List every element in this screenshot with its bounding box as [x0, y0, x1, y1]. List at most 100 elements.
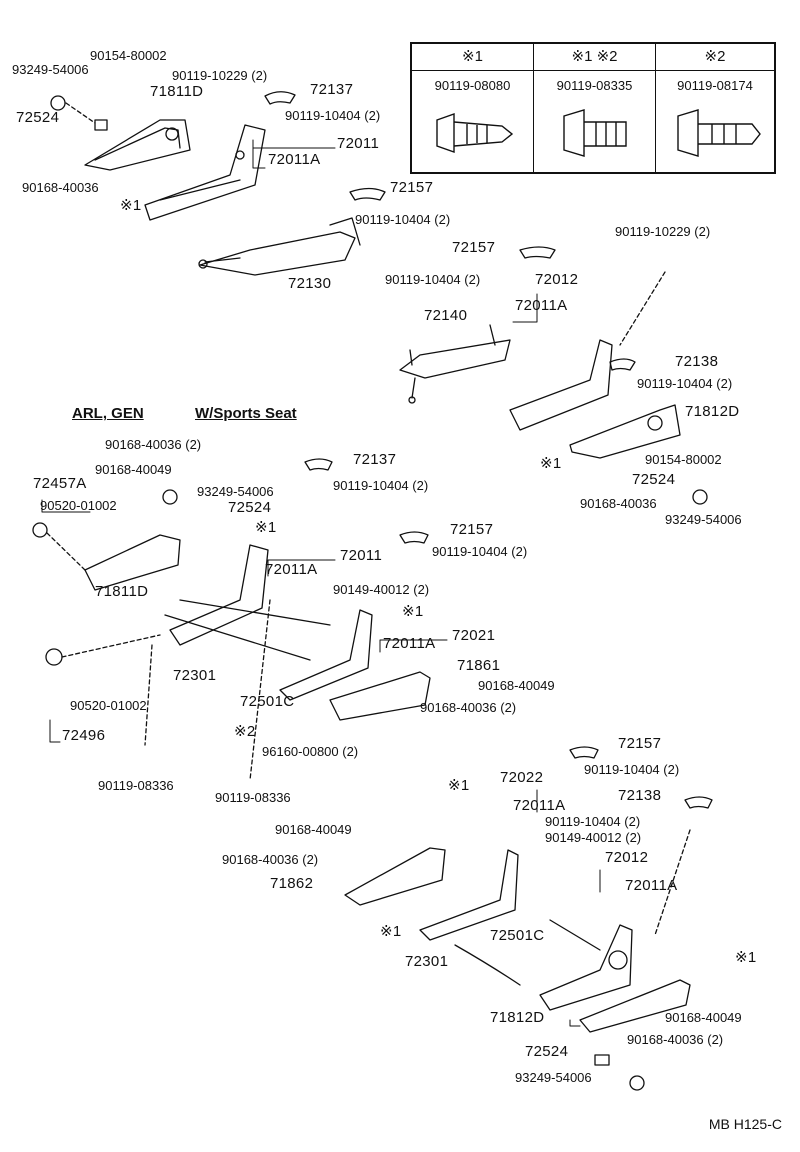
s-washer-icons: [50, 95, 708, 1091]
seat-side-cover-71811D: [32, 522, 181, 591]
part-number-label: ※2: [234, 723, 256, 740]
part-number-label: 72021: [452, 627, 496, 644]
part-number-label: 90119-10404 (2): [385, 272, 481, 287]
part-number-label: 90154-80002: [90, 48, 167, 63]
part-number-label: 72011A: [265, 561, 318, 578]
part-number-label: 93249-54006: [197, 484, 274, 499]
seat-track-72140: [399, 324, 511, 404]
part-number-label: ※1: [402, 603, 424, 620]
part-number-label: 90168-40036: [22, 180, 99, 195]
part-number-label: 72012: [535, 271, 579, 288]
leader-lines: [41, 139, 601, 1027]
part-number-label: 90119-10404 (2): [584, 762, 680, 777]
part-number-label: 90520-01002: [70, 698, 147, 713]
part-number-label: 90119-10404 (2): [333, 478, 429, 493]
part-number-label: ※1: [448, 777, 470, 794]
part-number-label: 72501C: [490, 927, 545, 944]
legend-column: ※1 ※2 90119-08335: [534, 44, 656, 172]
part-number-label: ※1: [380, 923, 402, 940]
part-number-label: 90168-40049: [478, 678, 555, 693]
part-number-label: 90168-40036 (2): [222, 852, 319, 867]
part-number-label: 72022: [500, 769, 544, 786]
part-number-label: 90520-01002: [40, 498, 117, 513]
part-number-label: 72011A: [515, 297, 568, 314]
part-number-label: 72457A: [33, 475, 87, 492]
legend-column: ※1 90119-08080: [412, 44, 534, 172]
part-number-label: 72157: [618, 735, 662, 752]
part-number-label: 72011A: [625, 877, 678, 894]
part-number-label: 72524: [16, 109, 60, 126]
part-number-label: 71811D: [95, 583, 149, 600]
part-number-label: 72011A: [513, 797, 566, 814]
part-number-label: 90119-08336: [98, 778, 174, 793]
seat-track-assembly-right: [509, 246, 681, 459]
part-number-label: 90154-80002: [645, 452, 722, 467]
part-number-label: 90168-40036 (2): [627, 1032, 724, 1047]
part-number-label: ※1: [540, 455, 562, 472]
part-number-label: 90149-40012 (2): [545, 830, 642, 845]
part-number-label: ※1: [735, 949, 757, 966]
part-number-label: 72301: [173, 667, 217, 684]
part-number-label: 72138: [675, 353, 719, 370]
legend-table: ※1 90119-08080 ※1 ※2 90119-08335 ※2 9011…: [410, 42, 776, 174]
seat-frame-assembly-sports: [45, 458, 431, 781]
part-number-label: ※1: [255, 519, 277, 536]
part-number-label: 72011A: [268, 151, 321, 168]
part-number-label: 71812D: [685, 403, 740, 420]
part-number-label: 71811D: [150, 83, 204, 100]
legend-code: 90119-08174: [677, 78, 753, 93]
part-number-label: 90168-40036 (2): [105, 437, 202, 452]
part-number-label: 72524: [632, 471, 676, 488]
bolt-icon: [436, 113, 514, 153]
part-number-label: 72140: [424, 307, 468, 324]
part-number-label: 72157: [452, 239, 496, 256]
part-number-label: ARL, GEN: [72, 405, 144, 422]
part-number-label: ※1: [120, 197, 142, 214]
part-number-label: 72137: [353, 451, 397, 468]
cover-72157-top: [264, 91, 386, 201]
part-number-label: 72011: [337, 135, 380, 152]
part-number-label: 72496: [62, 727, 106, 744]
legend-header: ※2: [656, 44, 774, 71]
part-number-label: 90149-40012 (2): [333, 582, 430, 597]
part-number-label: 72138: [618, 787, 662, 804]
seat-track-assembly-eur: [65, 102, 266, 221]
part-number-label: 72011A: [383, 635, 436, 652]
legend-code: 90119-08080: [434, 78, 511, 93]
part-number-label: 72137: [310, 81, 354, 98]
part-number-label: 90168-40049: [95, 462, 172, 477]
legend-column: ※2 90119-08174: [656, 44, 774, 172]
part-number-label: 72524: [525, 1043, 569, 1060]
bolt-icon: [563, 109, 627, 157]
part-number-label: 90119-10404 (2): [285, 108, 381, 123]
part-number-label: 93249-54006: [515, 1070, 592, 1085]
part-number-label: 90119-10404 (2): [355, 212, 451, 227]
part-number-label: 90119-10404 (2): [637, 376, 733, 391]
legend-code: 90119-08335: [556, 78, 633, 93]
part-number-label: 90168-40049: [665, 1010, 742, 1025]
seat-frame-assembly-lower: [344, 746, 713, 1066]
part-number-label: 90168-40036: [580, 496, 657, 511]
seat-track-72130: [198, 217, 361, 276]
part-number-label: 71861: [457, 657, 501, 674]
part-number-label: 72157: [450, 521, 494, 538]
part-number-label: 72012: [605, 849, 649, 866]
part-number-label: 90168-40049: [275, 822, 352, 837]
part-number-label: 72301: [405, 953, 449, 970]
part-number-label: 72157: [390, 179, 434, 196]
part-number-label: 90119-10404 (2): [545, 814, 641, 829]
part-number-label: 90168-40036 (2): [420, 700, 517, 715]
part-number-label: 90119-10404 (2): [432, 544, 528, 559]
part-number-label: 71862: [270, 875, 314, 892]
legend-header: ※1: [412, 44, 533, 71]
part-number-label: 96160-00800 (2): [262, 744, 359, 759]
part-number-label: 93249-54006: [12, 62, 89, 77]
part-number-label: W/Sports Seat: [195, 405, 297, 422]
part-number-label: 90119-08336: [215, 790, 291, 805]
diagram-code: MB H125-C: [708, 1116, 782, 1132]
bolt-icon: [677, 109, 761, 157]
part-number-label: 72011: [340, 547, 383, 564]
part-number-label: 72501C: [240, 693, 295, 710]
part-number-label: 93249-54006: [665, 512, 742, 527]
part-number-label: 90119-10229 (2): [172, 68, 268, 83]
